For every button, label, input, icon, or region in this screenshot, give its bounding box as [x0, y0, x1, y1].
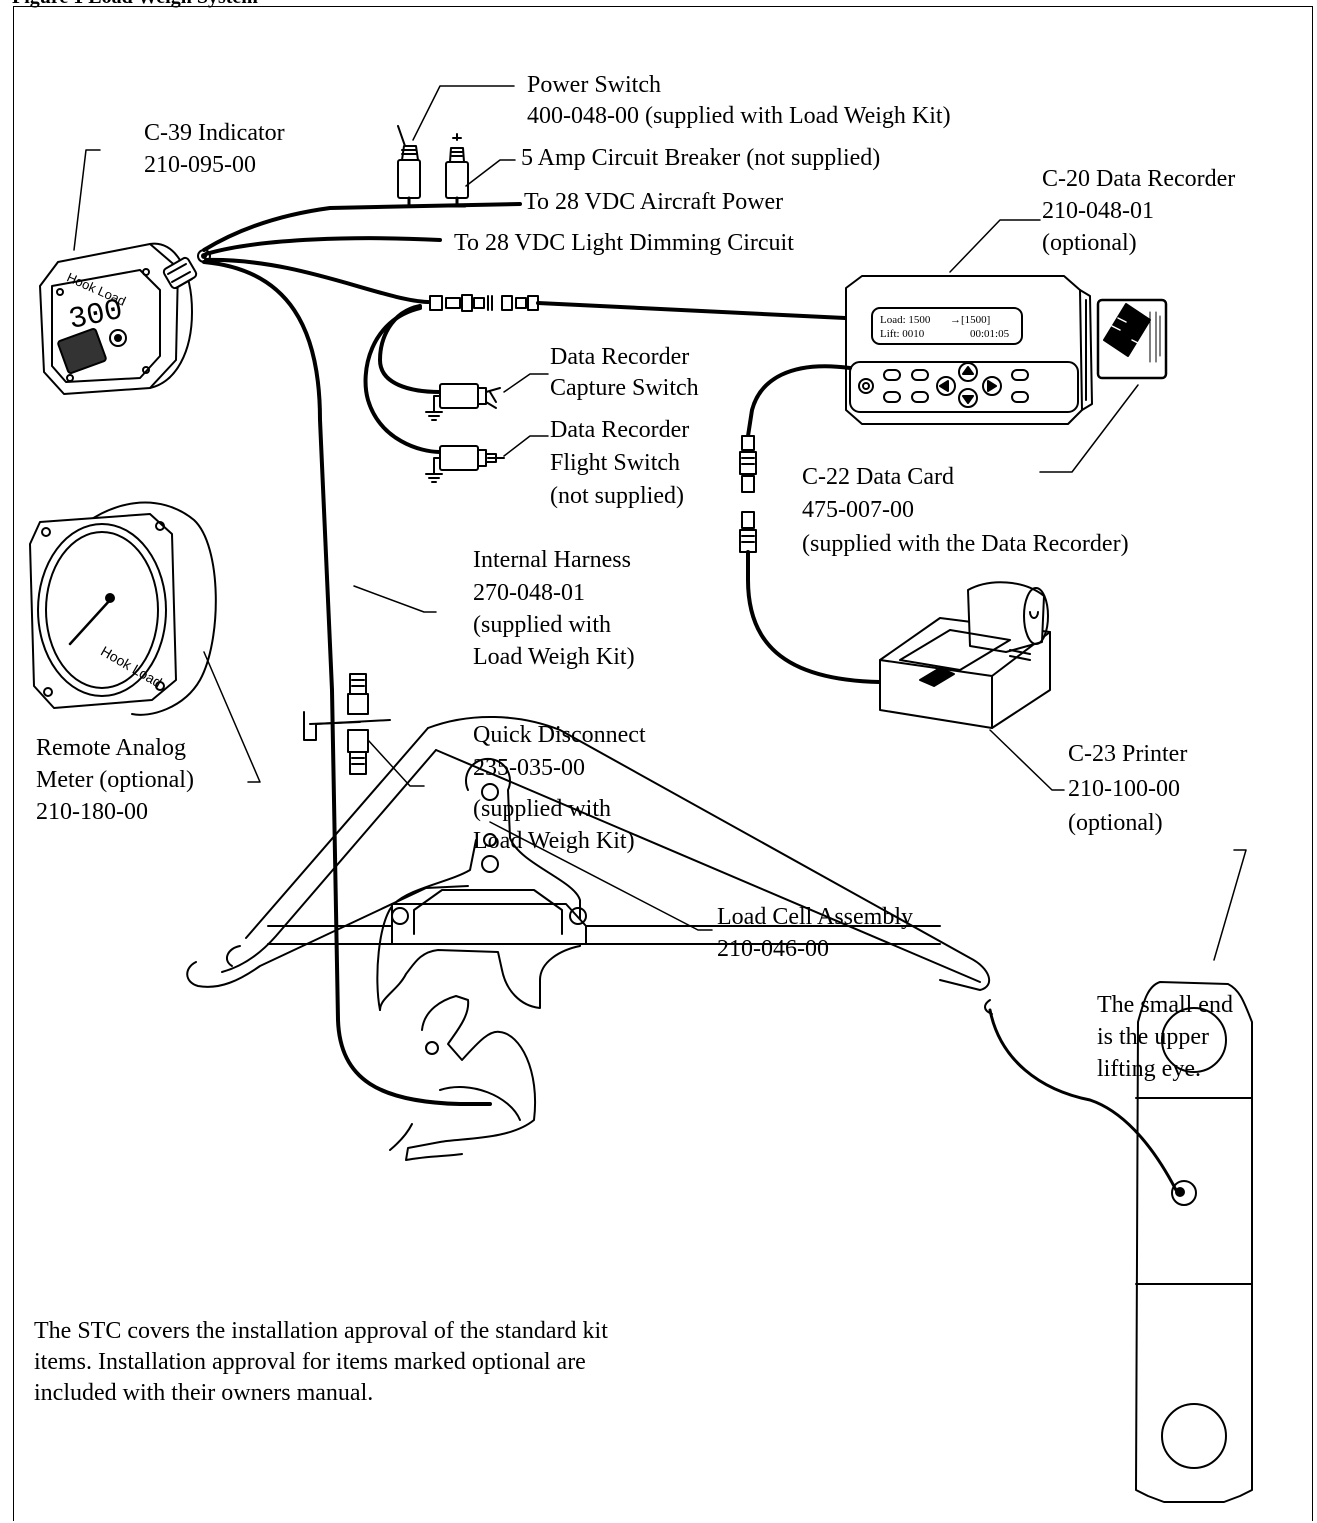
load-cell-part: 210-046-00 — [717, 936, 829, 962]
power-switch-part: 400-048-00 (supplied with Load Weigh Kit… — [527, 103, 951, 129]
indicator-name: C-39 Indicator — [144, 120, 285, 146]
load-cell-leader — [489, 821, 713, 931]
analog-meter-line1: Remote Analog — [36, 735, 186, 761]
data-recorder-part: 210-048-01 — [1042, 198, 1154, 224]
small-end-line2: is the upper — [1097, 1024, 1209, 1050]
small-end-leader — [1213, 849, 1247, 961]
harness-note1: (supplied with — [473, 612, 611, 638]
indicator-part: 210-095-00 — [144, 152, 256, 178]
data-card-drawing — [1096, 298, 1168, 380]
figure-header: Figure 1 Load Weigh System — [0, 0, 1317, 8]
printer-note: (optional) — [1068, 810, 1163, 836]
figure-title: Figure 1 Load Weigh System — [12, 0, 258, 8]
analog-meter-line2: Meter (optional) — [36, 767, 194, 793]
recorder-display-line2a: Lift: 0010 — [880, 328, 925, 340]
load-cell-assembly-drawing — [186, 716, 993, 1161]
small-end-line1: The small end — [1097, 992, 1233, 1018]
power-switch-leader — [412, 85, 515, 141]
recorder-display-line1a: Load: 1500 — [880, 314, 931, 326]
quick-disconnect-note1: (supplied with — [473, 796, 611, 822]
capture-switch-drawing — [425, 383, 501, 421]
quick-disconnect-drawing — [303, 673, 391, 775]
printer-cable — [739, 364, 882, 684]
flight-switch-line2: Flight Switch — [550, 450, 681, 476]
indicator-cables — [202, 202, 522, 1106]
recorder-display-line1b: →[1500] — [950, 314, 990, 326]
small-end-line3: lifting eye. — [1097, 1056, 1201, 1082]
quick-disconnect-name: Quick Disconnect — [473, 722, 646, 748]
flight-switch-leader — [503, 435, 549, 457]
harness-name: Internal Harness — [473, 547, 631, 573]
data-recorder-note: (optional) — [1042, 230, 1137, 256]
data-card-leader — [1039, 384, 1139, 473]
harness-leader — [353, 585, 437, 613]
analog-meter-leader — [203, 651, 261, 783]
indicator-leader — [73, 149, 101, 251]
printer-drawing — [879, 581, 1051, 729]
analog-meter-line3: 210-180-00 — [36, 799, 148, 825]
dimming-label: To 28 VDC Light Dimming Circuit — [454, 230, 794, 256]
data-recorder-name: C-20 Data Recorder — [1042, 166, 1236, 192]
c39-indicator-drawing: 300 Hook Load — [39, 242, 211, 395]
analog-meter-drawing: Hook Load — [29, 501, 217, 716]
printer-leader — [989, 729, 1065, 791]
stc-footer-note: The STC covers the installation approval… — [34, 1318, 608, 1406]
recorder-cable-connectors — [429, 294, 847, 320]
breaker-leader — [465, 159, 516, 187]
aircraft-power-label: To 28 VDC Aircraft Power — [524, 189, 784, 215]
flight-switch-drawing — [425, 445, 505, 483]
data-recorder-drawing: Load: 1500 →[1500] Lift: 0010 00:01:05 — [845, 275, 1093, 425]
printer-name: C-23 Printer — [1068, 741, 1188, 767]
diagram-frame — [13, 6, 1313, 1521]
breaker-label: 5 Amp Circuit Breaker (not supplied) — [521, 145, 881, 171]
capture-switch-line1: Data Recorder — [550, 344, 690, 370]
data-recorder-leader — [949, 219, 1041, 273]
recorder-display-line2b: 00:01:05 — [970, 328, 1010, 340]
capture-switch-line2: Capture Switch — [550, 375, 699, 401]
harness-note2: Load Weigh Kit) — [473, 644, 635, 670]
data-card-name: C-22 Data Card — [802, 464, 954, 490]
quick-disconnect-leader — [367, 739, 425, 787]
power-switch-drawing — [397, 125, 421, 208]
flight-switch-line1: Data Recorder — [550, 417, 690, 443]
quick-disconnect-part: 235-035-00 — [473, 755, 585, 781]
load-cell-name: Load Cell Assembly — [717, 904, 913, 930]
circuit-breaker-drawing — [445, 133, 469, 208]
printer-part: 210-100-00 — [1068, 776, 1180, 802]
harness-part: 270-048-01 — [473, 580, 585, 606]
flight-switch-line3: (not supplied) — [550, 483, 684, 509]
power-switch-name: Power Switch — [527, 72, 661, 98]
load-cell-detail-drawing — [988, 981, 1253, 1503]
capture-switch-leader — [503, 373, 549, 393]
quick-disconnect-note2: Load Weigh Kit) — [473, 828, 635, 854]
data-card-note: (supplied with the Data Recorder) — [802, 531, 1129, 557]
data-card-part: 475-007-00 — [802, 497, 914, 523]
